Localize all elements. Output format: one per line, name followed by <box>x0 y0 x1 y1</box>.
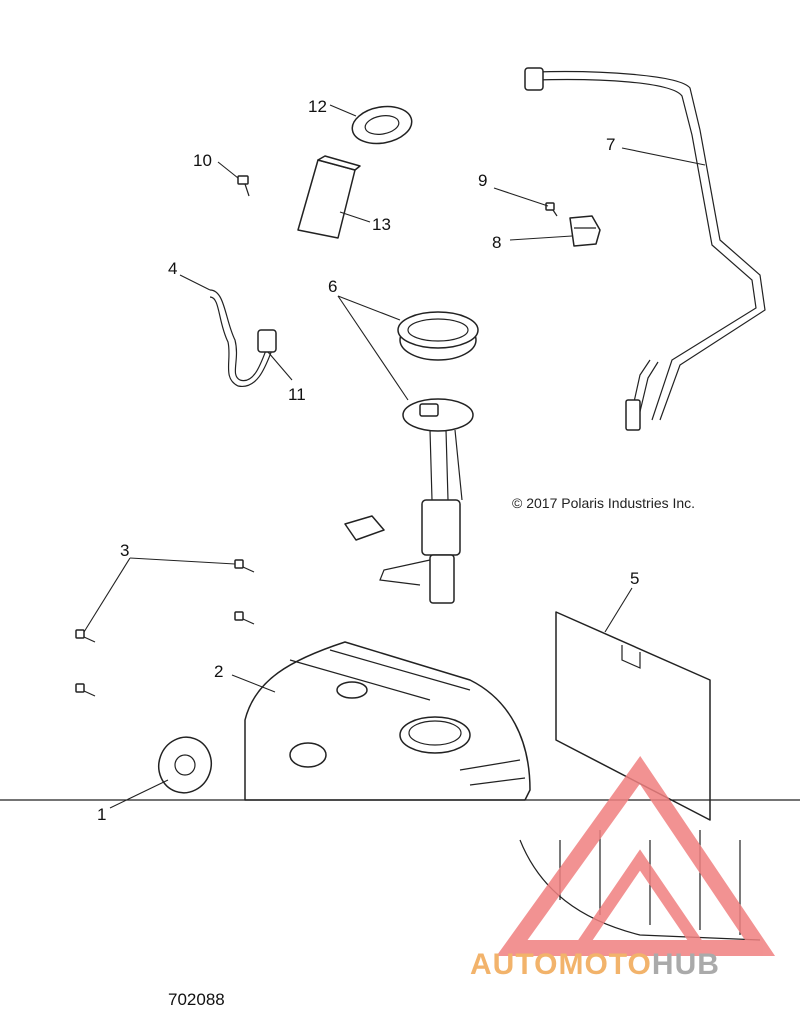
fuel-pump-part-6 <box>344 398 474 604</box>
callout-5: 5 <box>630 569 639 588</box>
watermark-text-part-1: AUTOMOTO <box>470 948 652 981</box>
label-sheet-part-5 <box>555 611 711 821</box>
callout-2: 2 <box>214 662 223 681</box>
callout-3: 3 <box>120 541 129 560</box>
fuel-tank-part-2 <box>244 641 531 801</box>
vent-hose-part-7 <box>524 67 766 431</box>
callout-11: 11 <box>288 385 306 404</box>
screws-part-3 <box>75 559 255 697</box>
callout-8: 8 <box>492 233 501 252</box>
callout-4: 4 <box>168 259 177 278</box>
wire-harness-part-4 <box>209 289 273 387</box>
callout-9: 9 <box>478 171 487 190</box>
clip-part-8 <box>569 215 601 247</box>
watermark-logo-icon <box>496 756 776 956</box>
connector-part-11 <box>257 329 277 353</box>
callout-10: 10 <box>193 151 212 170</box>
watermark-text: AUTOMOTOHUB <box>470 948 720 982</box>
screw-part-9 <box>545 202 558 217</box>
callout-13: 13 <box>372 215 391 234</box>
diagram-reference-number: 702088 <box>168 990 225 1009</box>
grommet-part-12 <box>351 105 413 145</box>
foam-block-part-13 <box>297 155 361 239</box>
lock-ring-part-6 <box>397 311 479 361</box>
leader-lines <box>83 104 706 809</box>
callout-labels: 1 2 3 4 5 6 7 8 9 10 11 12 13 <box>97 97 639 824</box>
callout-6: 6 <box>328 277 337 296</box>
callout-1: 1 <box>97 805 106 824</box>
callout-12: 12 <box>308 97 327 116</box>
screw-part-10 <box>237 175 250 197</box>
watermark-text-part-2: HUB <box>651 948 720 981</box>
callout-7: 7 <box>606 135 615 154</box>
copyright-notice: © 2017 Polaris Industries Inc. <box>512 495 696 511</box>
fuel-cap-part-1 <box>158 736 212 794</box>
